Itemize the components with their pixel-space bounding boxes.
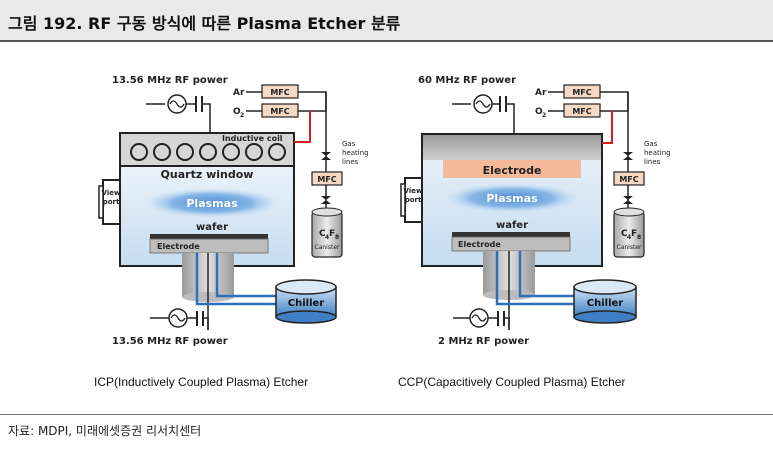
icp-rf-source-top-icon — [146, 94, 211, 140]
ccp-rf-source-bottom-icon — [453, 308, 510, 330]
icp-wafer — [150, 234, 268, 239]
ccp-electrode-label: Electrode — [458, 240, 501, 249]
ccp-chiller: Chiller — [573, 279, 637, 324]
ccp-gas-o2: O — [535, 107, 543, 117]
svg-text:F: F — [329, 229, 335, 239]
ccp-view-label-1: View — [404, 187, 423, 195]
ccp-wafer — [452, 232, 570, 237]
ccp-mfc-c4f8 — [613, 171, 645, 186]
icp-electrode-label: Electrode — [157, 242, 200, 251]
svg-text:C: C — [319, 229, 326, 239]
icp-coil-label: Inductive coil — [222, 134, 283, 143]
ccp-top-electrode — [443, 160, 581, 178]
icp-chiller: Chiller — [275, 279, 337, 324]
icp-gas-heating-2: heating — [342, 149, 369, 157]
ccp-rf-bottom-label: 2 MHz RF power — [438, 336, 529, 347]
ccp-etcher: 60 MHz RF power Electrode Plasmas wafer … — [398, 75, 671, 389]
icp-rf-bottom-label: 13.56 MHz RF power — [112, 336, 228, 347]
icp-valve-icon — [321, 152, 331, 160]
ccp-plasma-label: Plasmas — [486, 192, 538, 205]
ccp-lid — [423, 135, 601, 160]
svg-text:MFC: MFC — [619, 175, 638, 184]
ccp-cooling-line-1 — [495, 251, 584, 306]
svg-text:4: 4 — [627, 234, 631, 241]
svg-text:C: C — [621, 229, 628, 239]
svg-text:MFC: MFC — [572, 88, 591, 97]
ccp-gas-heating-1: Gas — [644, 140, 658, 148]
ccp-plasma — [444, 183, 580, 213]
ccp-wafer-label: wafer — [496, 220, 528, 231]
icp-plasma-label: Plasmas — [186, 197, 238, 210]
icp-rf-source-bottom-icon — [150, 308, 209, 330]
ccp-gas-heating-3: lines — [644, 158, 661, 166]
ccp-chiller-label: Chiller — [587, 298, 624, 309]
ccp-top-electrode-label: Electrode — [483, 164, 542, 177]
ccp-canister-label: Canister — [617, 244, 643, 251]
svg-text:MFC: MFC — [317, 175, 336, 184]
icp-coil-icon — [130, 143, 286, 161]
icp-view-label-1: View — [102, 189, 121, 197]
ccp-cooling-line-2 — [518, 251, 584, 298]
svg-text:8: 8 — [335, 234, 339, 241]
figure-title-bar: 그림 192. RF 구동 방식에 따른 Plasma Etcher 분류 — [0, 0, 773, 42]
ccp-rf-top-label: 60 MHz RF power — [418, 75, 516, 86]
icp-gas-heating-3: lines — [342, 158, 359, 166]
icp-valve-icon-2 — [321, 196, 331, 204]
ccp-caption: CCP(Capacitively Coupled Plasma) Etcher — [398, 375, 625, 389]
icp-gas-o2: O — [233, 107, 241, 117]
icp-gas-supply: Ar O 2 MFC MFC MFC Gas heating lines C 4… — [233, 84, 369, 258]
icp-chiller-label: Chiller — [288, 298, 325, 309]
figure-title: 그림 192. RF 구동 방식에 따른 Plasma Etcher 분류 — [8, 14, 401, 33]
icp-cooling-line-1 — [195, 253, 287, 306]
ccp-valve-icon-2 — [623, 196, 633, 204]
icp-gas-o2-sub: 2 — [240, 112, 244, 119]
svg-text:MFC: MFC — [572, 107, 591, 116]
ccp-gas-supply: Ar O 2 MFC MFC MFC Gas heating lines C 4… — [535, 84, 671, 258]
icp-mfc-c4f8 — [311, 171, 343, 186]
icp-view-label-2: port — [103, 198, 120, 206]
svg-text:8: 8 — [637, 234, 641, 241]
footer-divider — [0, 414, 773, 415]
ccp-gas-ar: Ar — [535, 88, 547, 98]
ccp-gas-heating-2: heating — [644, 149, 671, 157]
icp-window-label: Quartz window — [161, 168, 254, 181]
source-note: 자료: MDPI, 미래에셋증권 리서치센터 — [8, 424, 202, 438]
icp-caption: ICP(Inductively Coupled Plasma) Etcher — [94, 375, 308, 389]
svg-text:F: F — [631, 229, 637, 239]
icp-canister-label: Canister — [315, 244, 341, 251]
icp-gas-heating-1: Gas — [342, 140, 356, 148]
svg-text:4: 4 — [325, 234, 329, 241]
svg-text:MFC: MFC — [270, 107, 289, 116]
icp-rf-top-label: 13.56 MHz RF power — [112, 75, 228, 86]
ccp-gas-o2-sub: 2 — [542, 112, 546, 119]
icp-gas-ar: Ar — [233, 88, 245, 98]
ccp-view-label-2: port — [405, 196, 422, 204]
icp-cooling-line-2 — [215, 253, 287, 298]
icp-etcher: 13.56 MHz RF power Inductive coil Quartz… — [94, 75, 369, 389]
svg-text:MFC: MFC — [270, 88, 289, 97]
ccp-valve-icon — [623, 152, 633, 160]
icp-wafer-label: wafer — [196, 222, 228, 233]
icp-plasma — [144, 188, 280, 218]
